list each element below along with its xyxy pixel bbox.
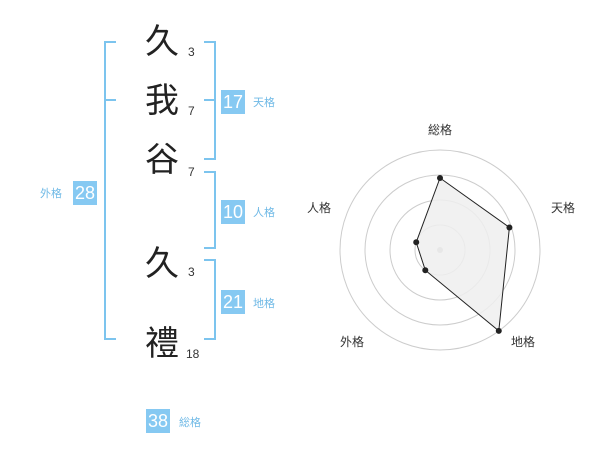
chikaku-badge: 21 <box>221 290 246 314</box>
stroke-count-5: 18 <box>186 347 200 361</box>
radar-grid-ring <box>339 149 541 351</box>
gaikaku-bracket-tick <box>104 99 116 101</box>
soukaku-label: 総格 <box>179 416 201 429</box>
stroke-count-1: 3 <box>188 45 195 59</box>
stroke-count-3: 7 <box>188 165 195 179</box>
radar-point-4 <box>422 267 429 274</box>
jinkaku-badge: 10 <box>221 200 246 224</box>
tenkaku-bracket-tick <box>204 99 216 101</box>
gaikaku-bracket <box>104 41 116 340</box>
name-char-2: 我 <box>145 81 179 121</box>
name-char-3: 谷 <box>145 140 179 180</box>
radar-point-1 <box>437 175 443 181</box>
name-char-4: 久 <box>145 244 179 284</box>
radar-axis-label-chikaku: 地格 <box>511 335 536 349</box>
name-char-5: 禮 <box>145 324 179 364</box>
radar-axis-label-soukaku: 総格 <box>428 123 453 137</box>
stroke-count-4: 3 <box>188 265 195 279</box>
radar-point-2 <box>506 224 513 231</box>
radar-axis-label-tenkaku: 天格 <box>551 201 576 215</box>
stroke-count-2: 7 <box>188 104 195 118</box>
soukaku-badge: 38 <box>146 409 171 433</box>
gaikaku-label: 外格 <box>40 187 62 200</box>
fortune-radar-chart <box>339 149 541 351</box>
name-char-1: 久 <box>145 22 179 62</box>
jinkaku-label: 人格 <box>253 206 275 219</box>
gaikaku-badge: 28 <box>73 181 98 205</box>
radar-axis-label-jinkaku: 人格 <box>307 201 332 215</box>
radar-axis-label-gaikaku: 外格 <box>340 335 365 349</box>
chikaku-bracket <box>204 259 216 340</box>
radar-value-polygon <box>415 177 510 332</box>
tenkaku-badge: 17 <box>221 90 246 114</box>
tenkaku-label: 天格 <box>253 96 275 109</box>
radar-point-5 <box>413 239 420 246</box>
jinkaku-bracket <box>204 171 216 249</box>
radar-point-3 <box>495 327 502 334</box>
chikaku-label: 地格 <box>253 297 275 310</box>
